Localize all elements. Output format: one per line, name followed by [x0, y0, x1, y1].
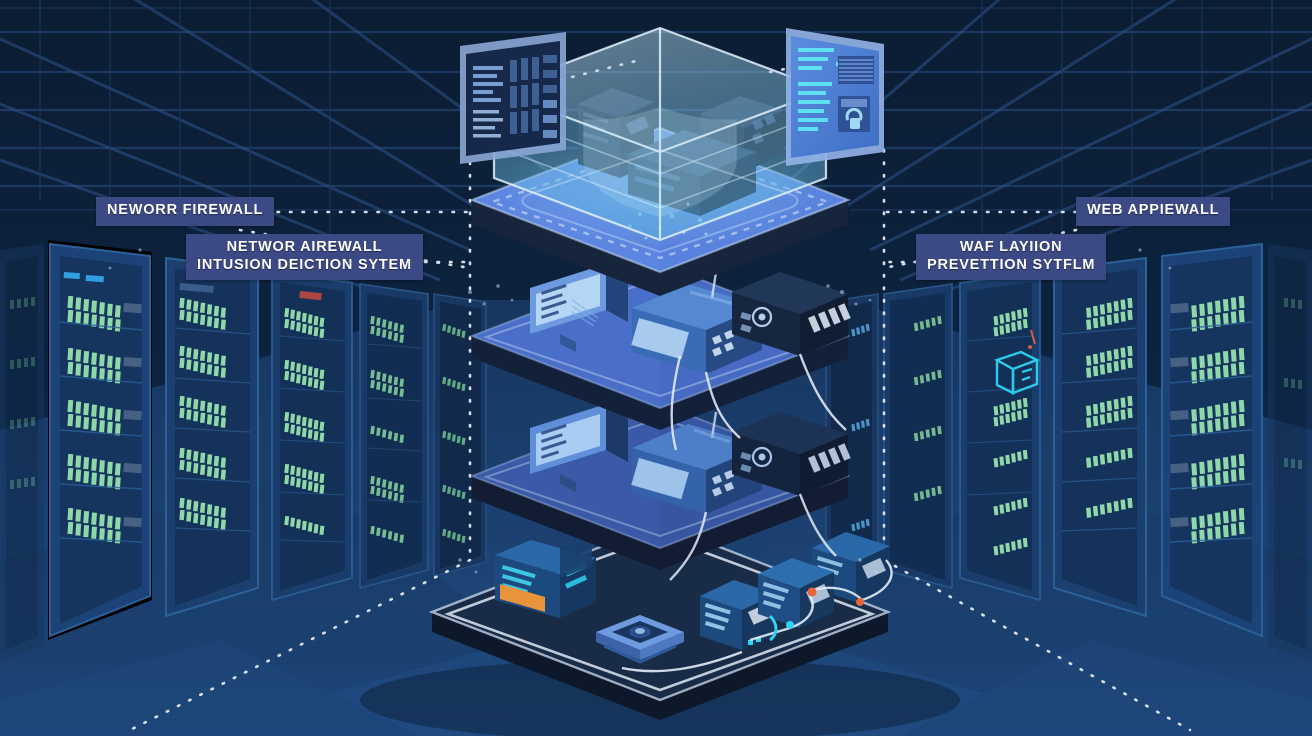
layer-perimeter: [469, 255, 851, 451]
rack-alert-marks: [1028, 329, 1036, 349]
rack-unit-lower: [732, 412, 851, 496]
cyan-box-icon: [994, 350, 1040, 395]
layer-infrastructure: [360, 522, 960, 736]
server-cluster: [758, 532, 890, 628]
server-racks-left: [0, 240, 487, 662]
label-web-app-firewall: WEB APPIEWALL: [1076, 197, 1231, 226]
security-report-panel: [786, 28, 884, 166]
storage-unit: [495, 536, 596, 618]
label-waf-prevention: WAF LAYIION PREVETTION SYTFLM: [916, 234, 1107, 281]
layer-protected-core: [468, 26, 852, 296]
report-chart-block: [838, 56, 874, 84]
lock-icon: [838, 96, 870, 132]
rack-unit-upper: [732, 272, 851, 356]
log-dashboard-panel: [460, 32, 566, 164]
glass-shield-enclosure: [492, 26, 828, 242]
label-intrusion-detection: NETWOR AIREWALL INTUSION DEICTION SYTEM: [186, 234, 423, 281]
layer-inspection: [469, 395, 851, 581]
label-network-firewall-left: NEWORR FIREWALL: [96, 197, 275, 226]
shield-icon: [583, 106, 737, 218]
server-racks-right: [825, 242, 1312, 662]
monitor-display-lower: [530, 404, 628, 492]
cpu-chip-icon: [596, 615, 684, 664]
cable-connectors: [768, 587, 864, 642]
